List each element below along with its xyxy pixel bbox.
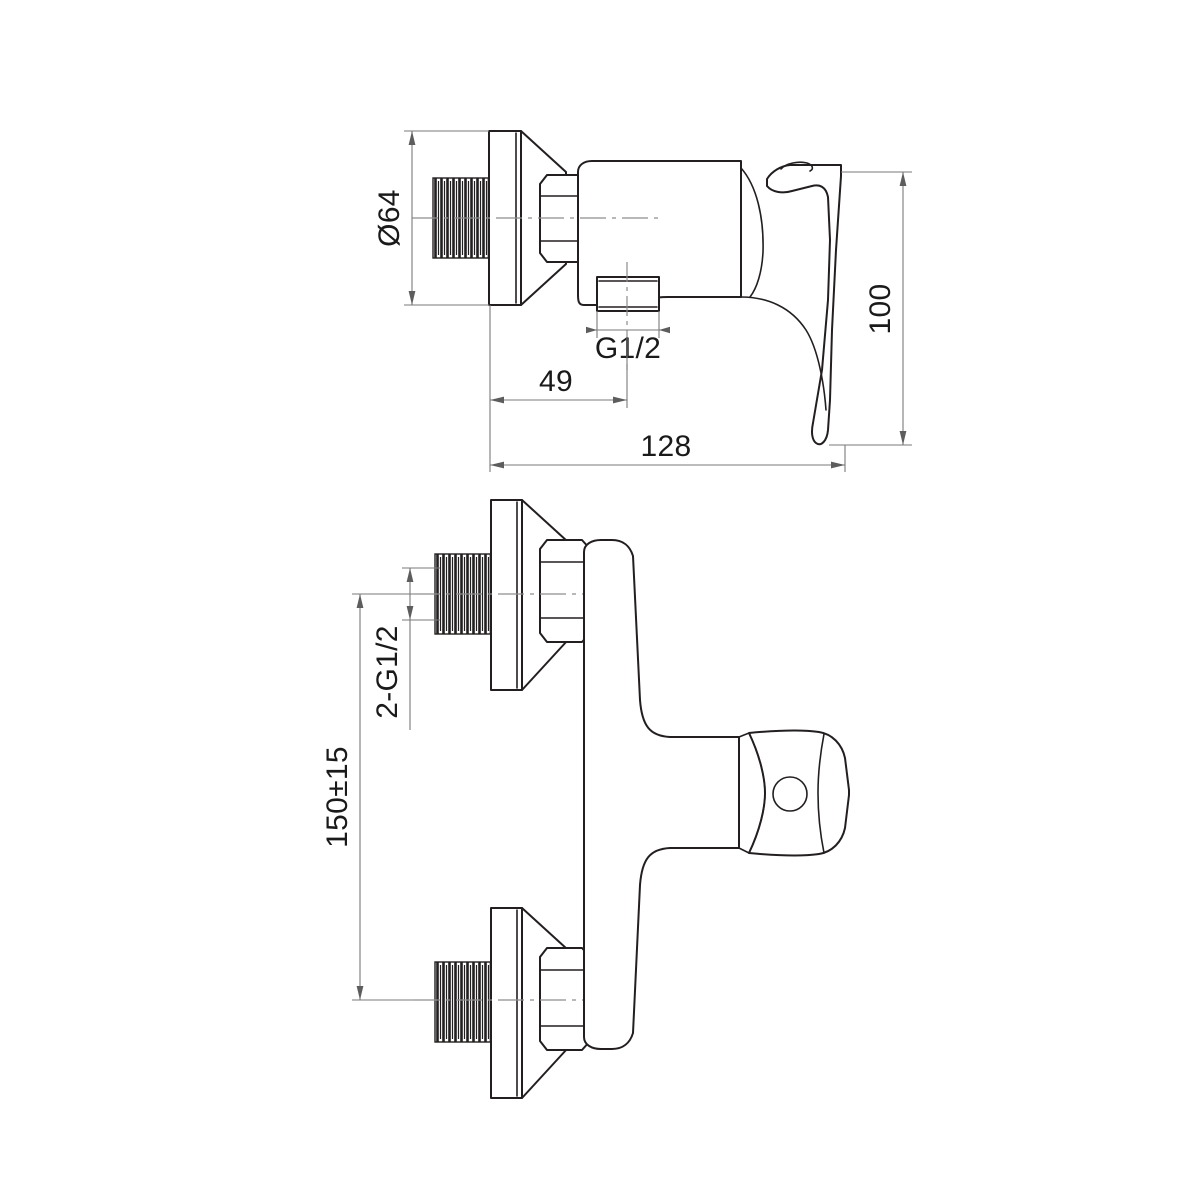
hex-nut-front-lower <box>539 947 591 1051</box>
dimension-label-49: 49 <box>539 365 573 398</box>
cartridge-collar-front <box>738 732 750 854</box>
dimension-49: 49 <box>489 305 628 408</box>
dimension-label-dia-64: Ø64 <box>373 189 406 247</box>
side-view-group <box>412 130 842 446</box>
dimension-100: 100 <box>829 171 912 446</box>
dimension-2-g-half: 2-G1/2 <box>371 567 440 730</box>
front-view-dimensions: 2-G1/2 150±15 <box>321 567 440 1001</box>
lever-face-curve-front <box>748 732 766 854</box>
dimension-150-tolerance: 150±15 <box>321 593 414 1001</box>
lever-pivot-hole-front <box>772 776 808 812</box>
lever-handle-side <box>766 164 842 446</box>
dimension-label-g-half: G1/2 <box>595 332 661 365</box>
cartridge-turret-side <box>740 167 764 298</box>
dimension-label-100: 100 <box>864 284 897 335</box>
dimension-g-half: G1/2 <box>586 311 670 365</box>
lever-cap-side <box>780 161 814 172</box>
side-view-dimensions: Ø64 G1/2 49 128 <box>373 130 912 472</box>
lever-right-edge-front <box>817 733 825 854</box>
dimension-label-2-g-half: 2-G1/2 <box>371 625 404 719</box>
outlet-spigot-side <box>596 276 660 312</box>
dimension-128: 128 <box>489 408 846 472</box>
front-view-group <box>414 499 850 1099</box>
lever-handle-front <box>748 729 850 857</box>
upper-inlet-assembly-front <box>414 499 596 691</box>
dimension-label-128: 128 <box>641 430 692 463</box>
lever-underside-side <box>740 296 827 411</box>
dimension-dia-64: Ø64 <box>373 130 489 306</box>
dimension-label-150-tolerance: 150±15 <box>321 746 354 848</box>
mixer-body-front <box>583 539 740 1050</box>
lower-inlet-assembly-front <box>414 907 596 1099</box>
hex-nut-front-upper <box>539 539 591 643</box>
